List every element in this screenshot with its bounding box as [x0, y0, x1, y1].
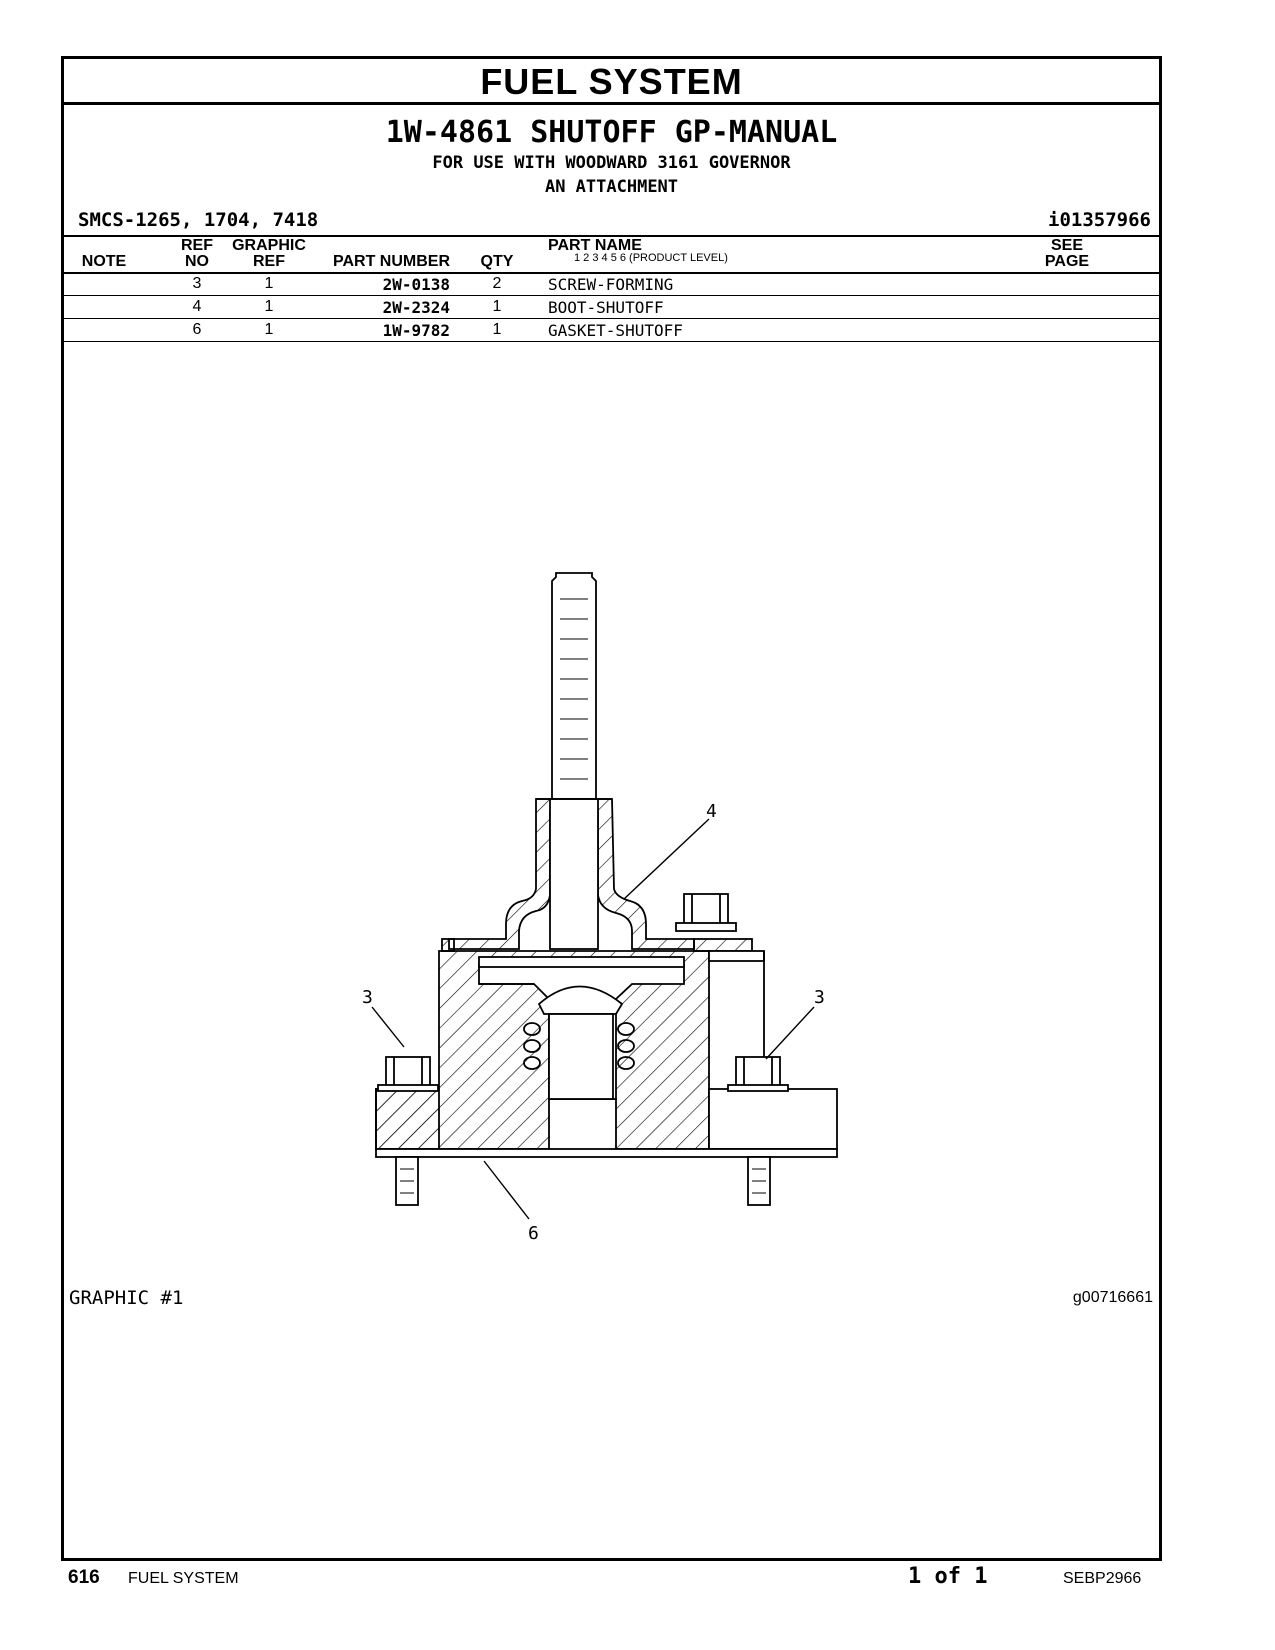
col-note: NOTE — [81, 253, 127, 270]
col-part-name: PART NAME — [548, 237, 642, 254]
page-frame: FUEL SYSTEM 1W-4861 SHUTOFF GP-MANUAL FO… — [61, 56, 1162, 1561]
quantity: 1 — [492, 298, 502, 315]
footer-title: FUEL SYSTEM — [128, 1570, 239, 1587]
publication-number: SEBP2966 — [1063, 1570, 1142, 1587]
col-part-number: PART NUMBER — [332, 253, 450, 270]
quantity: 1 — [492, 321, 502, 338]
col-graphic-bottom: REF — [253, 253, 285, 270]
header-bottom-rule — [64, 272, 1159, 274]
shaft — [551, 572, 597, 800]
group-title: 1W-4861 SHUTOFF GP-MANUAL — [385, 115, 838, 150]
part-number: 2W-2324 — [382, 298, 450, 317]
page-number: 616 — [68, 1567, 100, 1588]
callout-gasket: 6 — [528, 1223, 539, 1244]
graphic-label: GRAPHIC #1 — [69, 1287, 184, 1309]
col-qty: QTY — [480, 253, 514, 270]
header-divider — [64, 235, 1159, 237]
col-ref-bottom: NO — [185, 253, 209, 270]
col-graphic-top: GRAPHIC — [232, 237, 306, 254]
graphic-ref: 1 — [264, 298, 274, 315]
part-name: BOOT-SHUTOFF — [548, 298, 664, 317]
graphic-ref: 1 — [264, 321, 274, 338]
part-number: 1W-9782 — [382, 321, 450, 340]
callout-screw-right: 3 — [814, 987, 825, 1008]
ref-number: 3 — [192, 275, 202, 292]
graphic-id: g00716661 — [1072, 1289, 1153, 1306]
right-screw — [727, 1056, 789, 1206]
subtitle-governor: FOR USE WITH WOODWARD 3161 GOVERNOR — [432, 153, 791, 173]
table-row: 3 1 2W-0138 2 SCREW-FORMING — [64, 273, 1159, 296]
gasket — [375, 1148, 838, 1158]
left-screw — [377, 1056, 439, 1206]
callout-boot: 4 — [706, 801, 717, 822]
quantity: 2 — [492, 275, 502, 292]
smcs-codes: SMCS-1265, 1704, 7418 — [78, 209, 319, 231]
ref-number: 6 — [192, 321, 202, 338]
part-name: GASKET-SHUTOFF — [548, 321, 683, 340]
col-see-top: SEE — [1050, 237, 1083, 254]
page-of-indicator: 1 of 1 — [908, 1564, 988, 1589]
shutoff-assembly-drawing: 4 3 3 6 — [362, 572, 838, 1244]
document-id: i01357966 — [1048, 209, 1151, 231]
graphic-ref: 1 — [264, 275, 274, 292]
callout-screw-left: 3 — [362, 987, 373, 1008]
ref-number: 4 — [192, 298, 202, 315]
col-ref-top: REF — [181, 237, 213, 254]
table-row: 4 1 2W-2324 1 BOOT-SHUTOFF — [64, 296, 1159, 319]
part-name: SCREW-FORMING — [548, 275, 674, 294]
spring — [523, 1022, 635, 1070]
section-title: FUEL SYSTEM — [64, 59, 1159, 105]
product-level-indicator: 1 2 3 4 5 6 (PRODUCT LEVEL) — [574, 252, 728, 264]
col-see-bottom: PAGE — [1044, 253, 1090, 270]
table-row: 6 1 1W-9782 1 GASKET-SHUTOFF — [64, 319, 1159, 342]
part-number: 2W-0138 — [382, 275, 450, 294]
subtitle-attachment: AN ATTACHMENT — [544, 177, 679, 197]
top-screw — [675, 893, 737, 932]
